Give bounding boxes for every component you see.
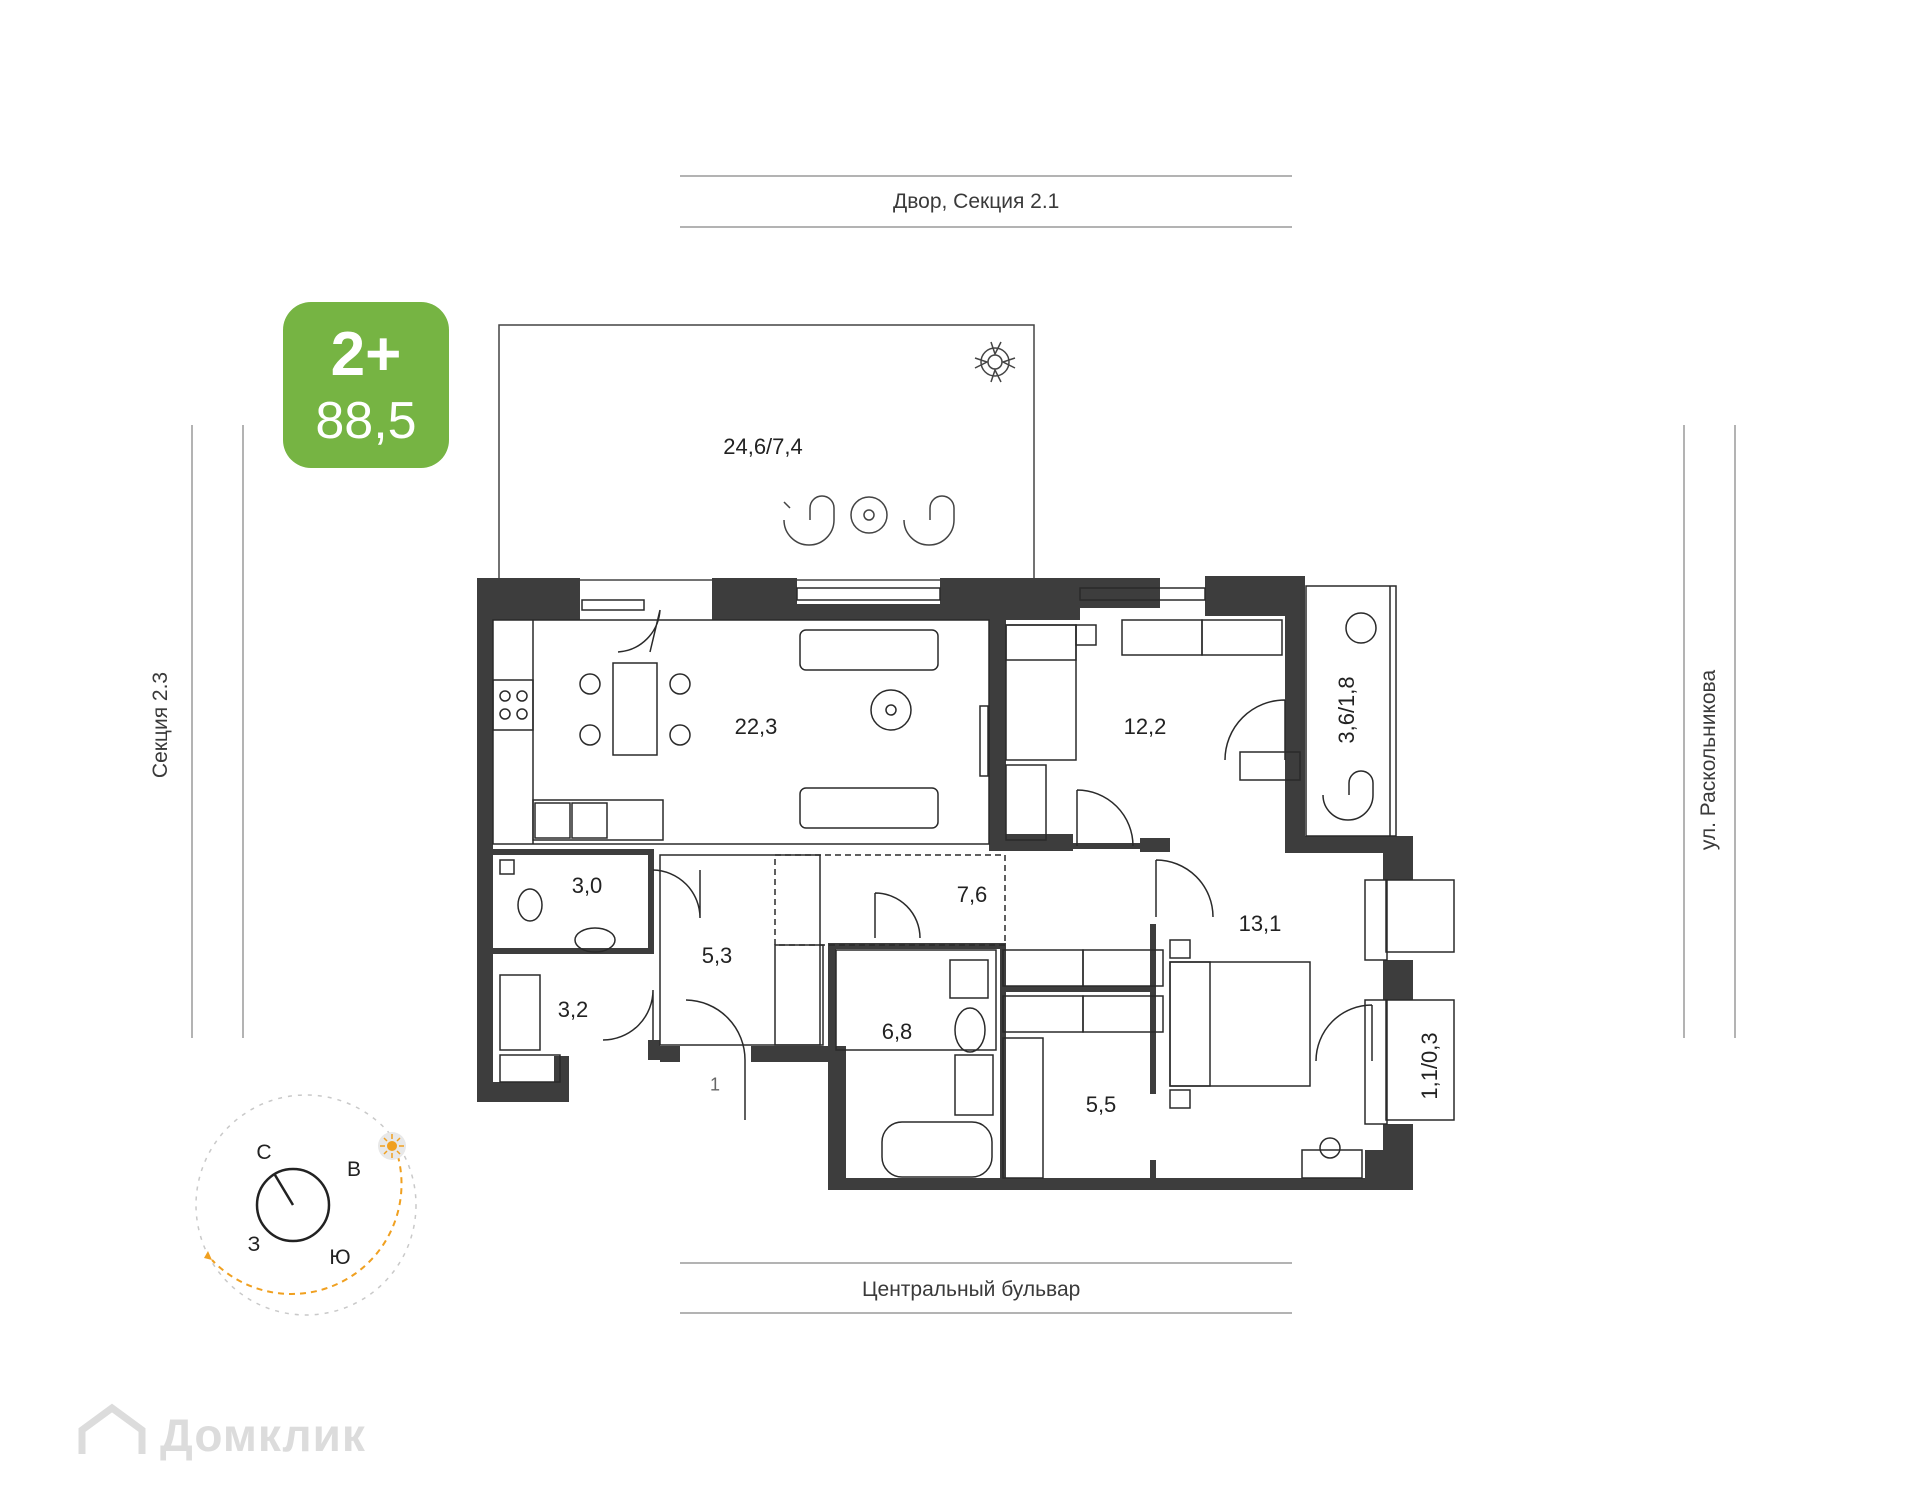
top-context-label: Двор, Секция 2.1 bbox=[893, 190, 1060, 213]
room-count-label: 2+ bbox=[330, 320, 402, 389]
apartment-badge: 2+ 88,5 bbox=[283, 302, 449, 468]
watermark-logo: Домклик bbox=[160, 1408, 366, 1462]
room-balcony-small: 1,1/0,3 bbox=[1417, 1032, 1442, 1100]
room-bedroom-large: 13,1 bbox=[1238, 911, 1282, 936]
room-terrace: 24,6/7,4 bbox=[723, 434, 803, 459]
house-icon bbox=[78, 1403, 146, 1454]
bottom-context-label: Центральный бульвар bbox=[862, 1278, 1081, 1301]
room-bedroom-small: 12,2 bbox=[1123, 714, 1167, 739]
watermark-text: Домклик bbox=[160, 1409, 366, 1461]
compass-east: В bbox=[346, 1158, 362, 1181]
interior-lines bbox=[492, 585, 1455, 1179]
room-hall-center: 7,6 bbox=[956, 882, 988, 907]
room-living-kitchen: 22,3 bbox=[734, 714, 778, 739]
room-bathroom-large: 6,8 bbox=[881, 1019, 913, 1044]
room-entry-hall: 5,3 bbox=[701, 943, 733, 968]
left-context-label: Секция 2.3 bbox=[149, 671, 172, 779]
room-storage: 3,2 bbox=[557, 997, 589, 1022]
entrance-marker: 1 bbox=[709, 1074, 721, 1095]
compass-north: С bbox=[256, 1141, 272, 1164]
compass-drawing bbox=[195, 1094, 417, 1316]
compass-south: Ю bbox=[329, 1246, 351, 1269]
context-lines bbox=[191, 175, 1736, 1314]
walls bbox=[477, 576, 1413, 1190]
total-area-label: 88,5 bbox=[315, 392, 417, 450]
room-wardrobe: 5,5 bbox=[1085, 1092, 1117, 1117]
compass-west: З bbox=[247, 1233, 261, 1256]
right-context-label: ул. Раскольникова bbox=[1697, 669, 1720, 851]
room-loggia-right: 3,6/1,8 bbox=[1334, 676, 1359, 744]
room-bathroom-small: 3,0 bbox=[571, 873, 603, 898]
